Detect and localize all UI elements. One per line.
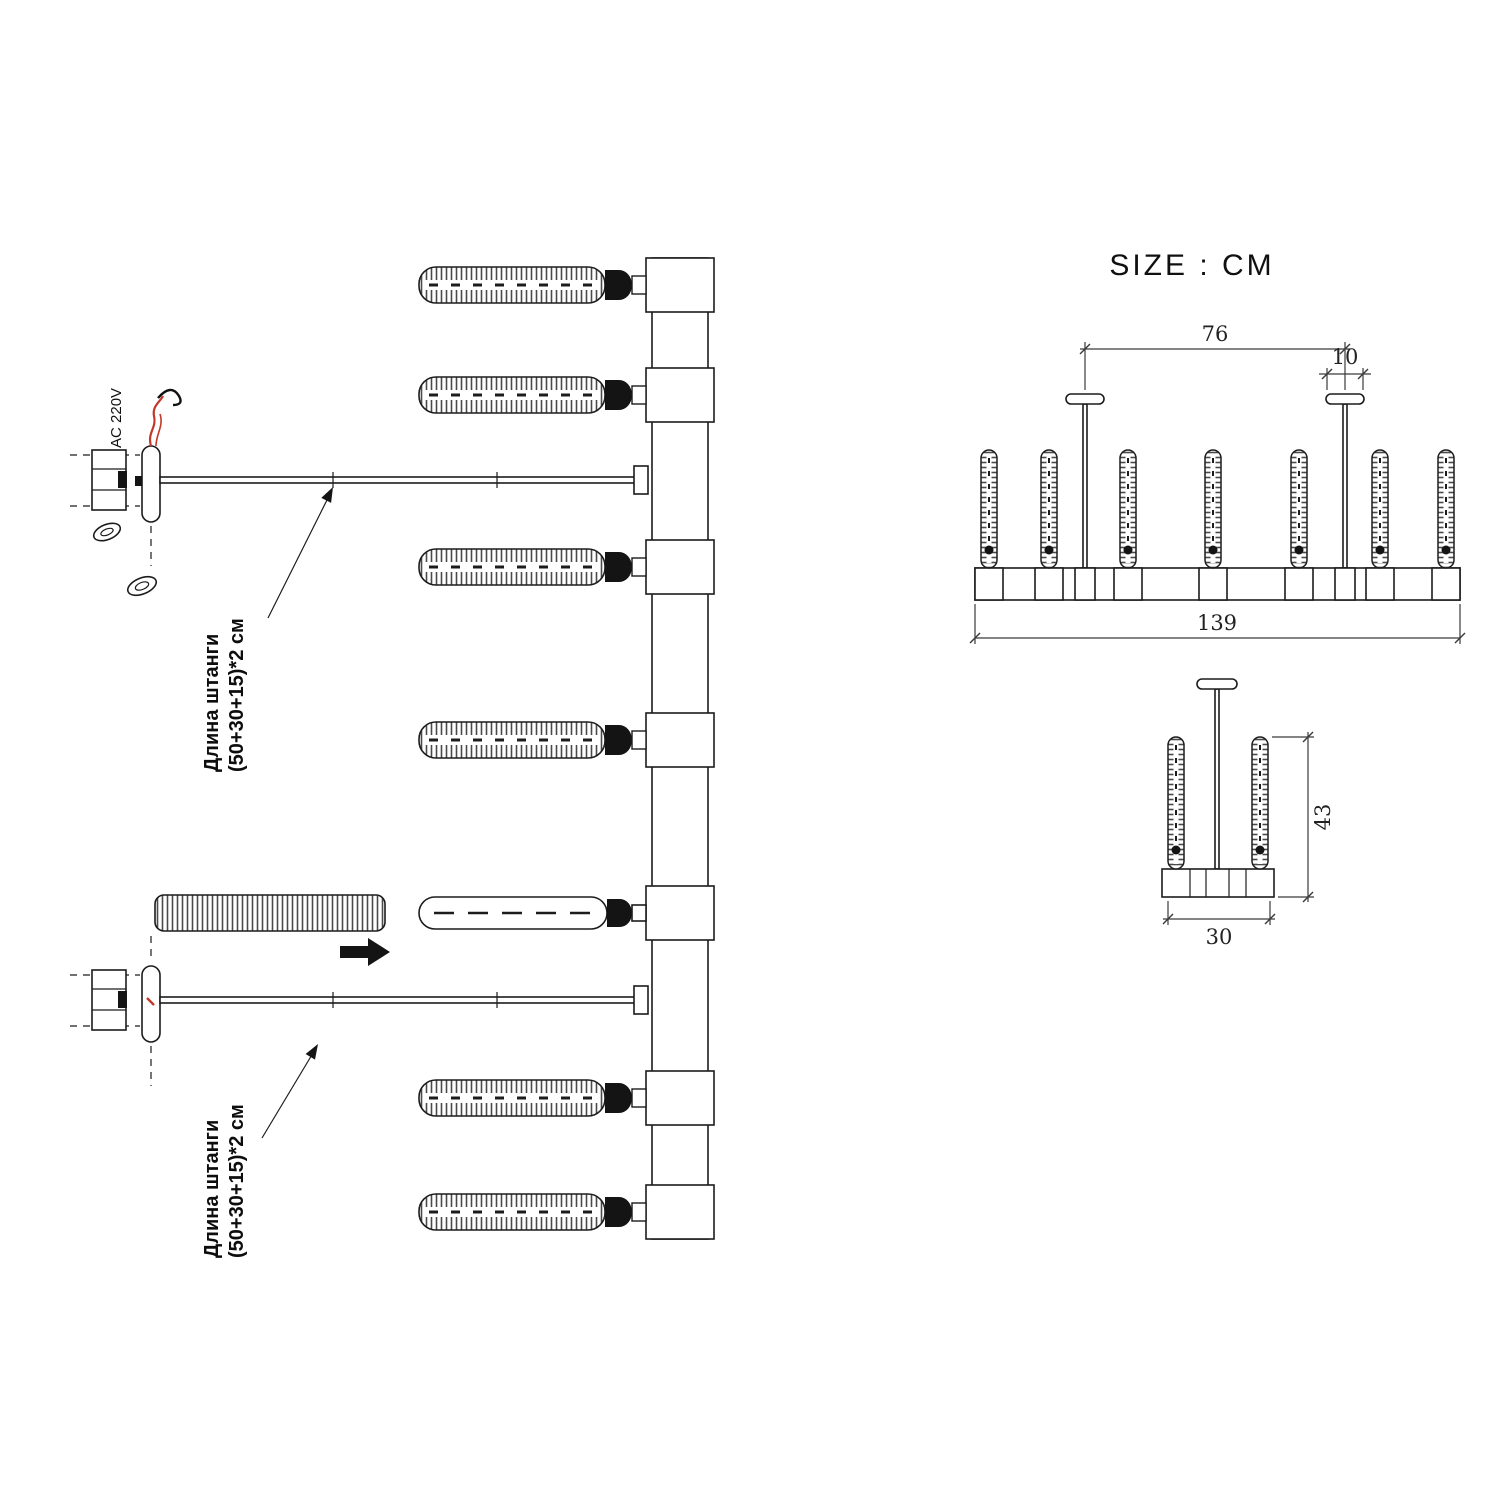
canopy (1325, 393, 1365, 405)
power-wire-2 (155, 413, 162, 447)
dimension-value: 43 (1311, 804, 1335, 831)
tube-lamp-row (417, 547, 648, 587)
front-tube (980, 449, 998, 569)
front-tube (1371, 449, 1389, 569)
empty-tube-holder (418, 896, 647, 930)
dimension-30: 30 (1162, 901, 1276, 949)
dimension-value: 139 (1197, 611, 1237, 635)
front-tube (1290, 449, 1308, 569)
dimension-10: 10 (1319, 345, 1371, 390)
size-title: SIZE : CM (1109, 249, 1274, 282)
dimension-value: 30 (1206, 925, 1233, 949)
support-rod-top (159, 465, 649, 495)
dimension-76: 76 (1079, 322, 1351, 390)
dimension-drawing: SIZE : CM (969, 249, 1466, 949)
ceiling-mount-bottom (70, 936, 161, 1086)
loose-tube (154, 894, 386, 932)
hanger-rod (1342, 403, 1348, 569)
fixture-bar (1161, 868, 1275, 898)
front-tube (1040, 449, 1058, 569)
tube-lamp-row (417, 375, 648, 415)
dimension-value: 10 (1332, 345, 1359, 369)
rod-length-label-line2: (50+30+15)*2 см (226, 618, 248, 772)
front-tube (1204, 449, 1222, 569)
canopy-body (141, 965, 161, 1043)
decorative-rings (92, 522, 158, 597)
dimension-value: 76 (1202, 322, 1229, 346)
canopy (1065, 393, 1105, 405)
dimension-43: 43 (1272, 731, 1335, 903)
power-wire (149, 395, 164, 447)
tube-lamp-row (417, 1192, 648, 1232)
arrowhead-icon (321, 487, 333, 503)
power-label: AC 220V (108, 388, 125, 448)
insert-arrow-icon (340, 938, 390, 966)
tube-lamp-row (417, 265, 648, 305)
hanger-rod (1082, 403, 1088, 569)
support-rod-bottom (159, 985, 649, 1015)
rod-length-label-line2: (50+30+15)*2 см (226, 1104, 248, 1258)
tube-insertion-step (154, 894, 647, 966)
tube-lamp-row (417, 720, 648, 760)
rod-length-label-line1: Длина штанги (201, 1120, 223, 1258)
dimension-139: 139 (969, 604, 1466, 644)
front-tube (1119, 449, 1137, 569)
rod-length-label-line1: Длина штанги (201, 634, 223, 772)
arrowhead-icon (305, 1044, 318, 1060)
hook-icon (157, 388, 182, 407)
rail-sockets (645, 257, 715, 1240)
hanger-rod (1214, 688, 1220, 870)
canopy (1196, 678, 1238, 690)
side-tube (1251, 736, 1269, 870)
front-view: 76 10 139 (969, 322, 1466, 644)
side-tube (1167, 736, 1185, 870)
rod-length-callout-top: Длина штанги (50+30+15)*2 см (201, 487, 333, 772)
canopy-body (141, 445, 161, 523)
tube-lamp-row (417, 1078, 648, 1118)
front-tube (1437, 449, 1455, 569)
side-view: 43 30 (1161, 678, 1335, 949)
assembly-diagram: AC 220V Длина штанги (50+30+15)*2 см (70, 257, 715, 1258)
rod-length-callout-bottom: Длина штанги (50+30+15)*2 см (201, 1044, 318, 1258)
ceiling-mount-top: AC 220V (70, 388, 182, 597)
bar-sockets (974, 567, 1461, 601)
wire-mark (146, 997, 155, 1006)
